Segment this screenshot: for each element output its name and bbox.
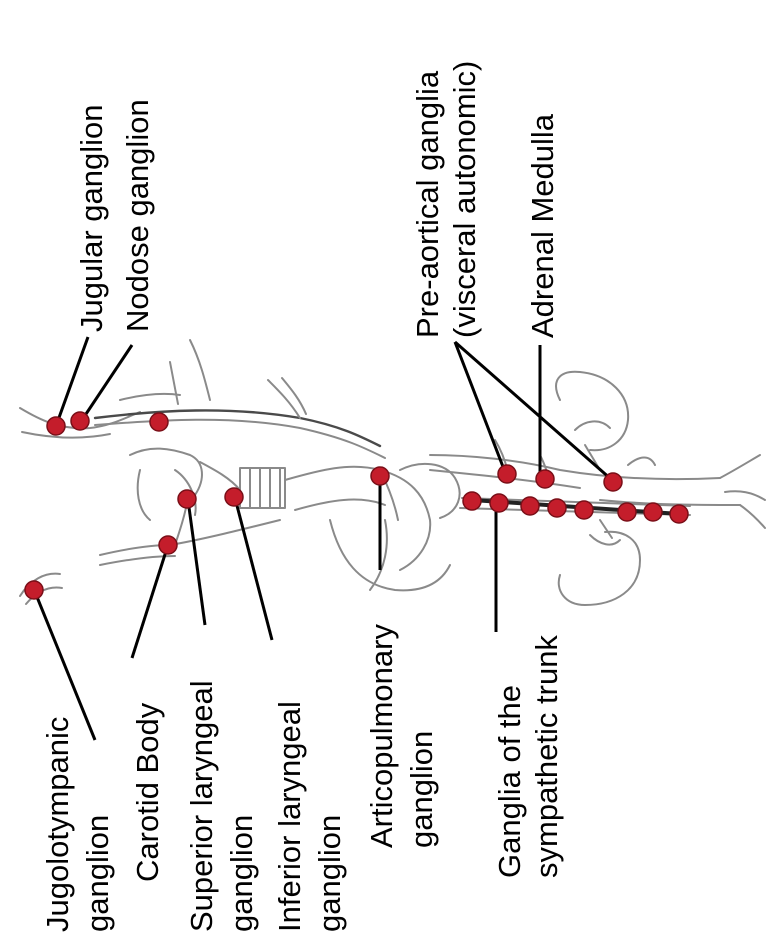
label-articopulmonary-line2: ganglion xyxy=(404,731,439,848)
labels-top: Jugular ganglion Nodose ganglion Pre-aor… xyxy=(74,61,560,338)
dot-superior-laryngeal xyxy=(178,490,196,508)
label-pre-aortical-line2: (visceral autonomic) xyxy=(447,61,482,338)
dot-trunk-7 xyxy=(644,503,662,521)
label-articopulmonary-line1: Articopulmonary xyxy=(364,624,399,848)
label-pre-aortical-line1: Pre-aortical ganglia xyxy=(410,70,445,338)
label-inferior-laryngeal-line2: ganglion xyxy=(312,815,347,932)
label-carotid-body: Carotid Body xyxy=(130,702,165,882)
dot-trunk-3 xyxy=(521,497,539,515)
dot-trunk-5 xyxy=(575,501,593,519)
dot-adrenal-2 xyxy=(604,473,622,491)
label-sympathetic-line2: sympathetic trunk xyxy=(529,635,564,878)
label-inferior-laryngeal-line1: Inferior laryngeal xyxy=(272,701,307,932)
dot-jugolotympanic xyxy=(25,581,43,599)
dot-trunk-1 xyxy=(463,492,481,510)
dot-trunk-8 xyxy=(670,505,688,523)
labels-bottom: Jugolotympanic ganglion Carotid Body Sup… xyxy=(40,624,564,932)
anatomy-sketch xyxy=(20,340,765,605)
dot-inferior-laryngeal xyxy=(225,488,243,506)
dot-vagal xyxy=(150,413,168,431)
dot-nodose xyxy=(71,412,89,430)
dot-pre-aortical xyxy=(498,465,516,483)
dot-trunk-4 xyxy=(548,499,566,517)
dot-trunk-6 xyxy=(618,503,636,521)
dot-articopulmonary xyxy=(371,467,389,485)
dot-trunk-2 xyxy=(490,494,508,512)
label-superior-laryngeal-line1: Superior laryngeal xyxy=(184,680,219,932)
label-sympathetic-line1: Ganglia of the xyxy=(492,685,527,878)
dot-jugular xyxy=(47,417,65,435)
label-adrenal-medulla: Adrenal Medulla xyxy=(525,113,560,338)
label-jugolotympanic-line2: ganglion xyxy=(80,815,115,932)
dot-adrenal-1 xyxy=(536,470,554,488)
dot-carotid-body xyxy=(159,536,177,554)
label-superior-laryngeal-line2: ganglion xyxy=(224,815,259,932)
label-jugolotympanic-line1: Jugolotympanic xyxy=(40,717,75,932)
label-jugular-ganglion: Jugular ganglion xyxy=(74,104,109,332)
leader-lines xyxy=(35,337,612,740)
label-nodose-ganglion: Nodose ganglion xyxy=(120,99,155,332)
